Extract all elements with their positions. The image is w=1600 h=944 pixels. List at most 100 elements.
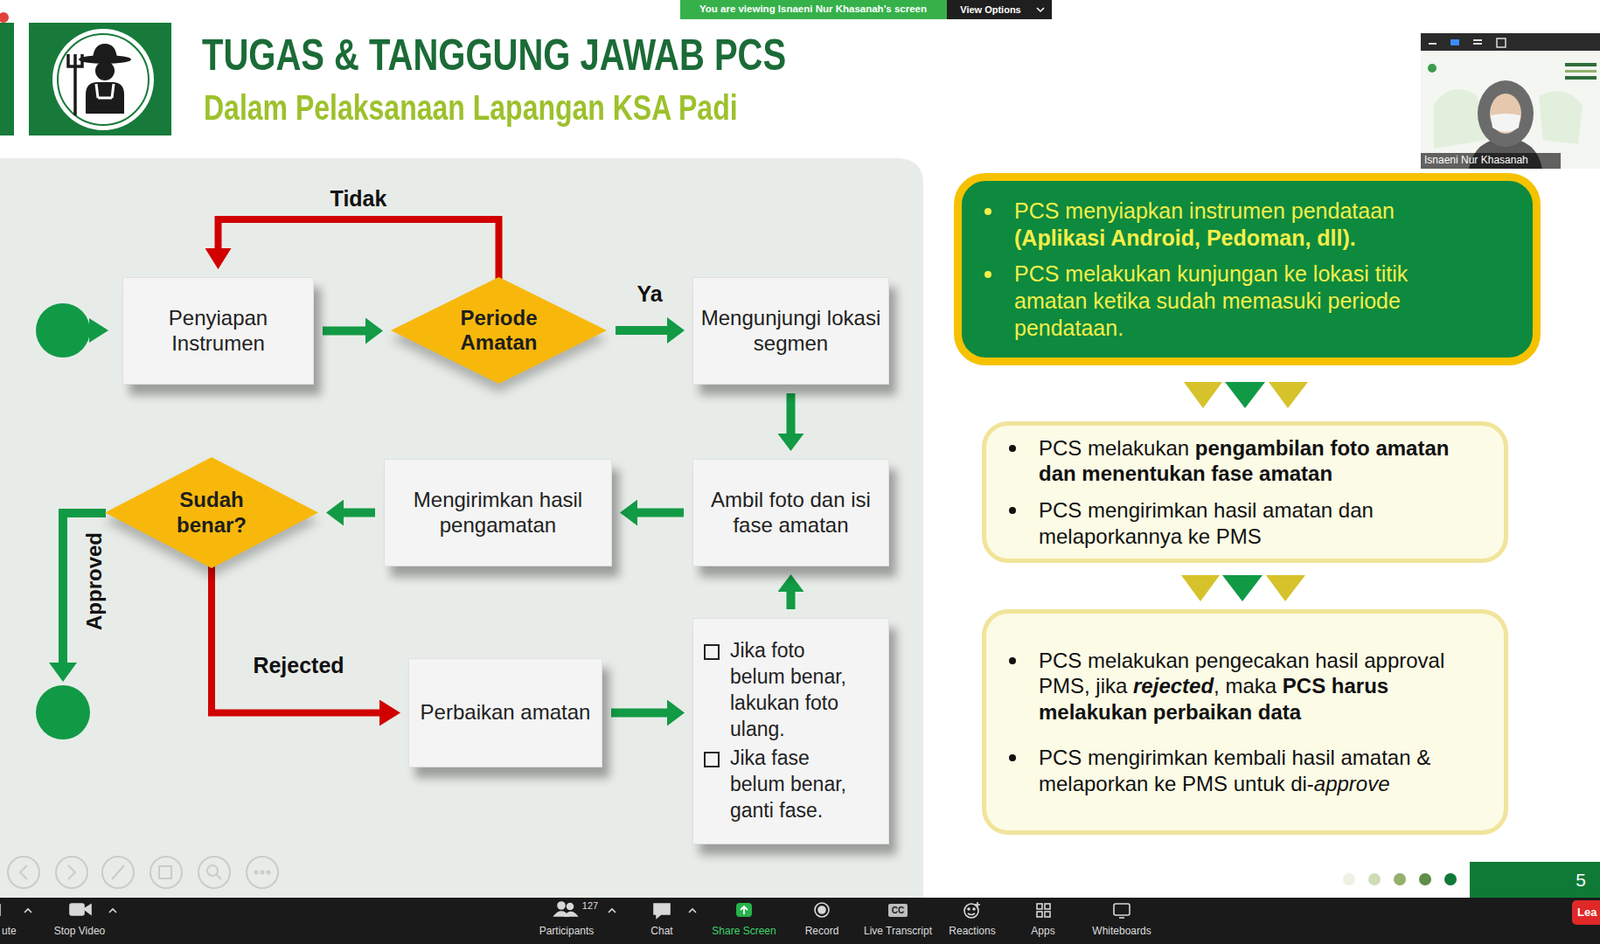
checkbox-mark — [703, 644, 720, 661]
flow-connector — [637, 508, 684, 518]
text-row: Mengirimkan hasil pengamatan — [391, 487, 605, 537]
end-terminal — [35, 685, 91, 740]
text-row: Perbaikan amatan — [420, 700, 592, 725]
approved-connector — [48, 513, 106, 682]
text-row: Periode Amatan — [436, 306, 562, 355]
node-text: Mengirimkan hasil pengamatan — [391, 487, 605, 537]
slide-title: TUGAS & TANGGUNG JAWAB PCS — [201, 33, 787, 77]
node-text: PCS menyiapkan instrumen pendataan (Apli… — [1014, 197, 1481, 252]
text-row: Jika fase belum benar, ganti fase. — [703, 745, 864, 825]
participant-count: 127 — [582, 900, 599, 912]
text-run: Jika foto belum benar, lakukan foto ulan… — [730, 639, 847, 741]
flow-connector — [611, 709, 668, 718]
text-run: PCS melakukan kunjungan ke lokasi titik … — [1014, 261, 1408, 341]
process-box: Ambil foto dan isi fase amatan — [692, 459, 890, 567]
branch-label: Approved — [82, 532, 107, 631]
text-run: , maka — [1213, 674, 1283, 698]
farmer-icon — [28, 22, 172, 136]
summary-panel: PCS menyiapkan instrumen pendataan (Apli… — [953, 173, 1541, 366]
flow-connector — [615, 326, 668, 335]
text-row: PCS mengirimkan kembali hasil amatan & m… — [1005, 744, 1487, 798]
text-row: PCS melakukan pengecakan hasil approval … — [1005, 647, 1487, 726]
title-accent-bar — [0, 22, 14, 136]
diamond-shape — [390, 277, 607, 384]
toolbar-label: Record — [805, 925, 840, 939]
diamond-shape — [104, 457, 319, 569]
node-text: Perbaikan amatan — [420, 700, 592, 725]
slide-background — [0, 0, 1600, 898]
node-text: Jika fase belum benar, ganti fase. — [730, 745, 864, 825]
node-text: Jika foto belum benar, lakukan foto ulan… — [730, 638, 864, 744]
process-box: Perbaikan amatan — [408, 658, 603, 768]
zoom-toolbar — [0, 897, 1600, 944]
text-row: Mengunjungi lokasi segmen — [700, 306, 882, 355]
bullet-dot — [1008, 507, 1016, 515]
slide-subtitle: Dalam Pelaksanaan Lapangan KSA Padi — [203, 87, 738, 128]
text-run: Ambil foto dan isi fase amatan — [710, 487, 871, 536]
node-text: Ambil foto dan isi fase amatan — [700, 487, 882, 537]
page-dots — [1342, 873, 1457, 886]
text-run: PCS menyiapkan instrumen pendataan — [1014, 198, 1395, 223]
text-run: Jika fase belum benar, ganti fase. — [730, 746, 847, 822]
bullet-dot — [1008, 445, 1016, 453]
decision-diamond: Periode Amatan — [390, 277, 607, 384]
text-row: Ambil foto dan isi fase amatan — [700, 487, 882, 537]
flow-connector — [786, 393, 796, 434]
process-box: Penyiapan Instrumen — [122, 277, 314, 385]
text-run: PCS mengirimkan hasil amatan dan melapor… — [1038, 498, 1374, 549]
toolbar-label: Whiteboards — [1092, 925, 1151, 939]
process-box: Mengunjungi lokasi segmen — [692, 277, 890, 385]
text-run: Mengirimkan hasil pengamatan — [413, 487, 583, 536]
text-row: PCS menyiapkan instrumen pendataan (Apli… — [980, 197, 1481, 252]
bullet-dot — [1008, 657, 1016, 665]
bullet-dot — [984, 208, 992, 216]
summary-panel: PCS melakukan pengecakan hasil approval … — [981, 609, 1509, 835]
node-text: PCS melakukan pengecakan hasil approval … — [1038, 647, 1487, 726]
flow-connector — [218, 219, 500, 279]
leave-button-text: Lea — [1577, 906, 1597, 920]
start-terminal — [35, 303, 109, 358]
flow-panel — [0, 158, 924, 898]
toolbar-label: Participants — [539, 925, 595, 939]
page-number-box — [1469, 862, 1600, 898]
menu-button-text: View Options — [960, 4, 1021, 16]
node-text: Mengunjungi lokasi segmen — [700, 306, 882, 355]
share-banner-text: You are viewing Isnaeni Nur Khasanah's s… — [699, 3, 927, 15]
flow-connector — [786, 591, 796, 610]
zoom-top-banner — [0, 0, 1052, 23]
toolbar-label: Chat — [650, 925, 673, 939]
node-text: PCS melakukan pengambilan foto amatan da… — [1038, 435, 1487, 488]
node-text: PCS mengirimkan kembali hasil amatan & m… — [1038, 744, 1487, 798]
text-run: Sudah benar? — [176, 487, 247, 536]
text-run: rejected — [1133, 674, 1214, 698]
text-run: Penyiapan Instrumen — [168, 306, 268, 355]
checklist-box: Jika foto belum benar, lakukan foto ulan… — [692, 618, 890, 845]
text-row: Penyiapan Instrumen — [130, 306, 307, 355]
node-text: Periode Amatan — [436, 306, 562, 355]
summary-panel: PCS melakukan pengambilan foto amatan da… — [981, 421, 1509, 564]
slide-nav-controls — [7, 856, 279, 889]
flow-connector — [322, 326, 366, 336]
text-run: Mengunjungi lokasi segmen — [701, 306, 881, 355]
text-run: (Aplikasi Android, Pedoman, dll). — [1014, 225, 1357, 251]
text-row: PCS melakukan pengambilan foto amatan da… — [1005, 435, 1487, 488]
flow-connector — [211, 566, 380, 714]
toolbar-label: Live Transcript — [863, 925, 933, 939]
checkbox-mark — [703, 751, 720, 768]
text-run: approve — [1314, 772, 1391, 796]
bullet-dot — [1008, 754, 1016, 762]
node-text: Sudah benar? — [150, 487, 274, 537]
edge-label: Rejected — [252, 652, 344, 678]
text-row: PCS mengirimkan hasil amatan dan melapor… — [1005, 497, 1487, 550]
speaker-thumbnail — [1420, 33, 1600, 169]
text-run: Periode Amatan — [459, 306, 537, 355]
page-number: 5 — [1575, 869, 1587, 891]
icon-text: CC — [891, 905, 905, 917]
text-row: Jika foto belum benar, lakukan foto ulan… — [703, 638, 864, 744]
text-run: PCS melakukan — [1038, 436, 1196, 460]
bullet-dot — [984, 271, 992, 279]
toolbar-label: Apps — [1030, 925, 1055, 939]
edge-label: Tidak — [330, 186, 388, 212]
text-row: PCS melakukan kunjungan ke lokasi titik … — [980, 260, 1481, 342]
flow-connector — [343, 508, 376, 518]
